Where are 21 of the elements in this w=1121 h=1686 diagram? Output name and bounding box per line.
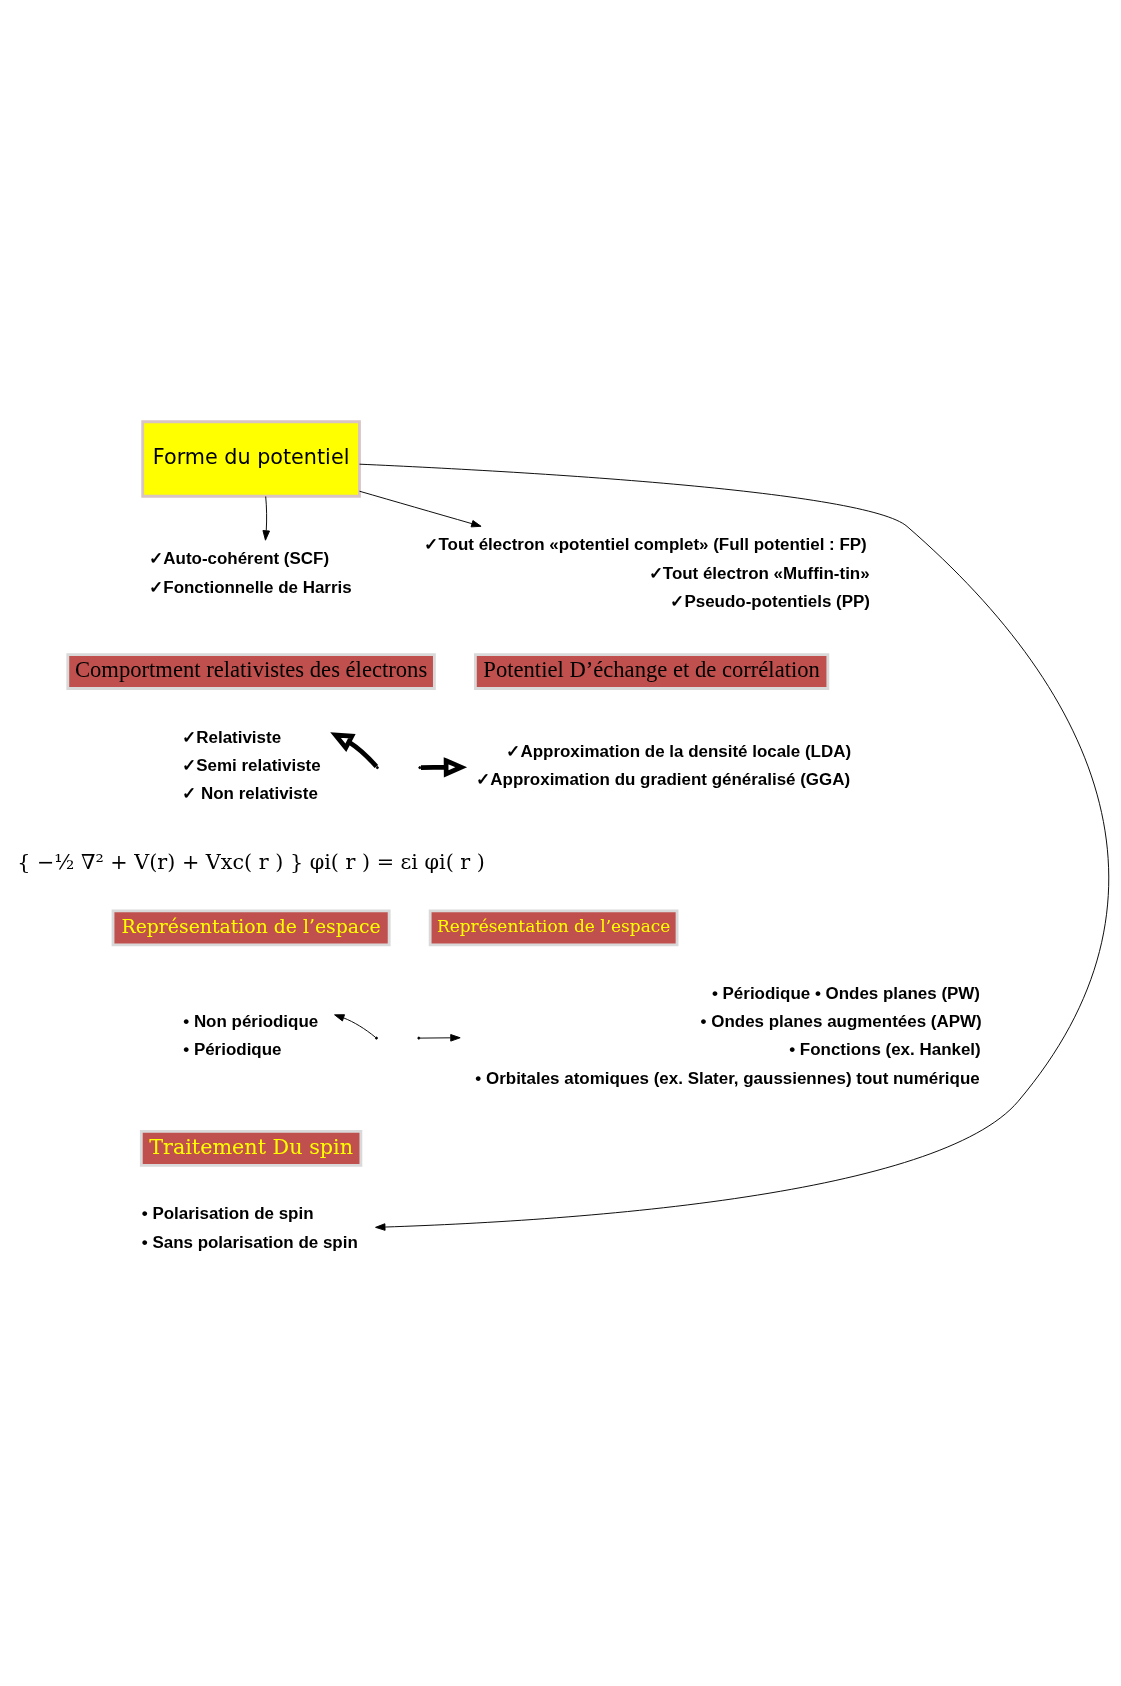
arrow — [359, 463, 1109, 1231]
arrow — [334, 1013, 376, 1038]
arrow — [359, 490, 482, 527]
node-text: • Non périodique • Périodique — [183, 1011, 319, 1059]
node-text: ✓Relativiste ✓Semi relativiste ✓ Non relativiste — [182, 727, 321, 803]
node-text: ✓Auto-cohérent (SCF) ✓Fonctionnelle de Harris — [149, 548, 352, 597]
node-box: Représentation de l’espace — [428, 908, 679, 946]
node-box: Potentiel D’échange et de corrélation — [473, 652, 830, 690]
node-text: • Polarisation de spin • Sans polarisation de spin — [141, 1203, 358, 1252]
node-box: Comportment relativistes des électrons — [66, 652, 436, 690]
arrow — [420, 756, 468, 778]
node-box: Traitement Du spin — [139, 1129, 363, 1167]
node-box: Forme du potentiel — [141, 419, 361, 498]
node-text: • Périodique • Ondes planes (PW) • Ondes planes augmentées (APW) • Fonctions (ex. Hankel) • Orbitales atomiques (ex. Slater, gaussiennes) tout numérique — [475, 983, 982, 1088]
node-text: ✓Tout électron «potentiel complet» (Full potentiel : FP) ✓Tout électron «Muffin-tin» ✓Pseudo-potentiels (PP) — [424, 534, 871, 611]
label: { −½ ∇² + V(r) + Vxc( r ) } φi( r ) = εi φi( r ) — [17, 849, 485, 874]
arrow — [419, 1033, 461, 1042]
node-box: Représentation de l’espace — [111, 908, 391, 946]
node-text: ✓Approximation de la densité locale (LDA) ✓Approximation du gradient généralisé (GGA) — [476, 741, 852, 789]
arrow — [262, 495, 270, 541]
arrow — [330, 731, 379, 768]
